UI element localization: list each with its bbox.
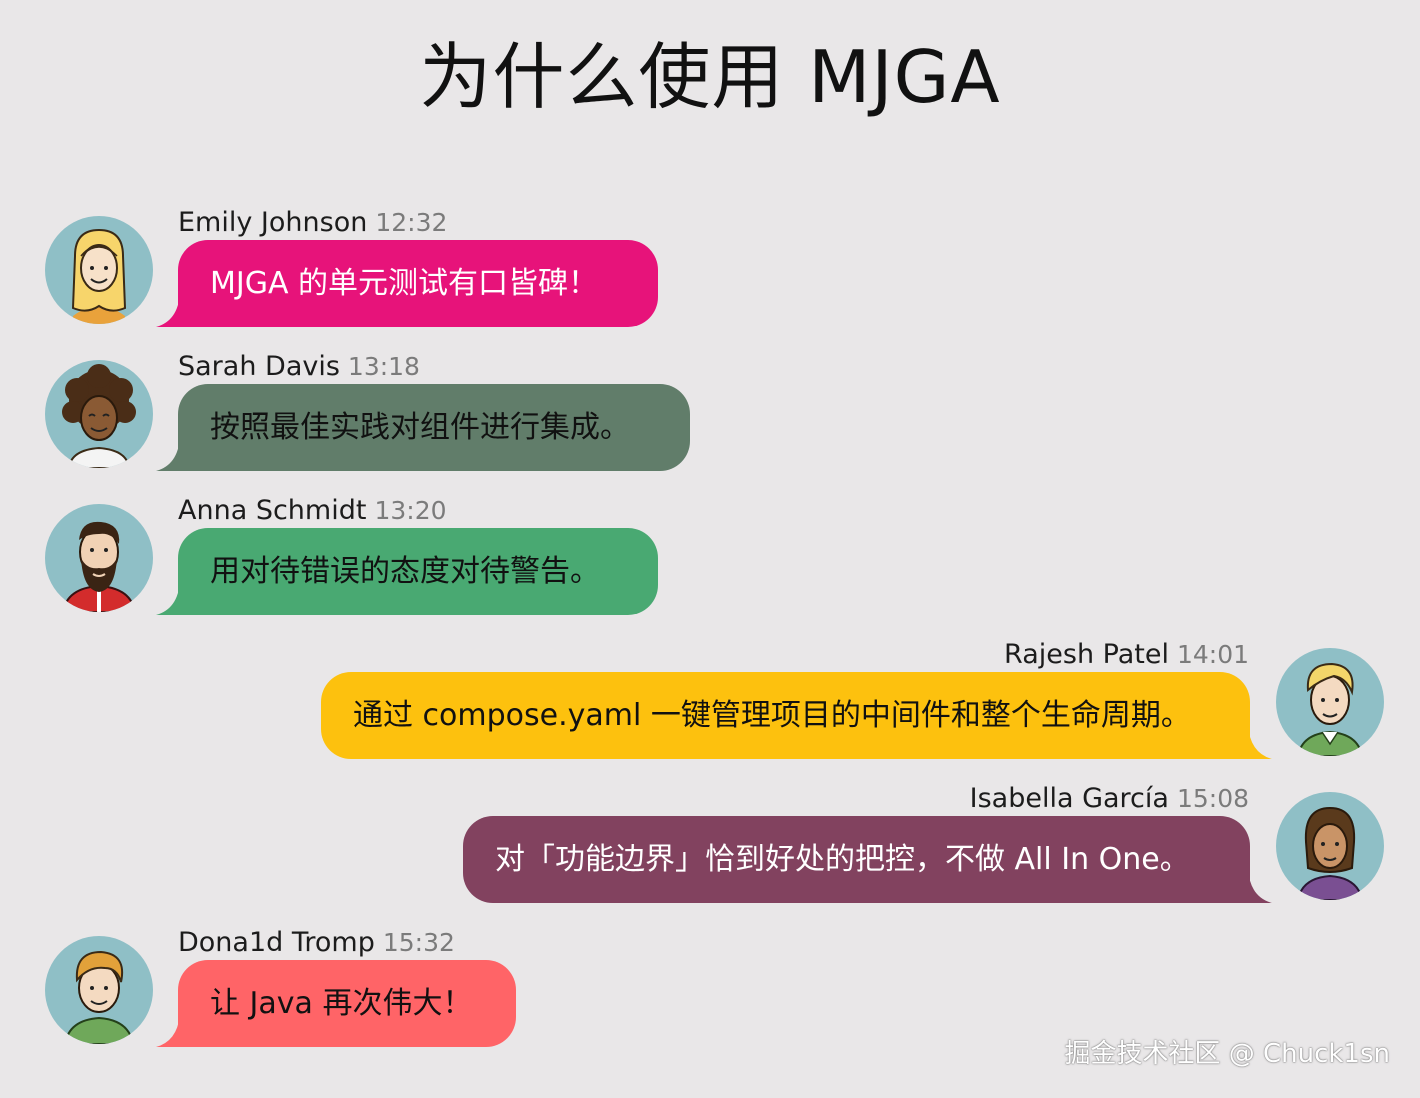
woman-blonde-avatar[interactable]: [45, 216, 153, 324]
sender-name: Isabella García: [969, 783, 1169, 814]
message-text: 通过 compose.yaml 一键管理项目的中间件和整个生命周期。: [353, 698, 1191, 733]
woman-brown-hair-avatar[interactable]: [1276, 792, 1384, 900]
message-bubble[interactable]: 按照最佳实践对组件进行集成。: [178, 384, 690, 471]
message-text: 让 Java 再次伟大！: [210, 986, 473, 1021]
message-bubble[interactable]: 用对待错误的态度对待警告。: [178, 528, 658, 615]
message-text: MJGA 的单元测试有口皆碑！: [210, 266, 599, 301]
message-time: 13:20: [374, 496, 447, 525]
message-time: 12:32: [375, 208, 448, 237]
sender-name: Dona1d Tromp: [178, 927, 375, 958]
message-time: 14:01: [1176, 640, 1249, 669]
message-bubble[interactable]: 对「功能边界」恰到好处的把控，不做 All In One。: [463, 816, 1250, 903]
man-ginger-avatar[interactable]: [45, 936, 153, 1044]
sender-name: Rajesh Patel: [1004, 639, 1169, 670]
message-bubble[interactable]: 让 Java 再次伟大！: [178, 960, 516, 1047]
message-time: 15:32: [382, 928, 455, 957]
message-text: 按照最佳实践对组件进行集成。: [210, 410, 630, 445]
sender-name: Anna Schmidt: [178, 495, 367, 526]
message-text: 用对待错误的态度对待警告。: [210, 554, 600, 589]
man-bearded-avatar[interactable]: [45, 504, 153, 612]
watermark: 掘金技术社区 @ Chuck1sn: [1064, 1039, 1390, 1069]
message-bubble[interactable]: 通过 compose.yaml 一键管理项目的中间件和整个生命周期。: [321, 672, 1250, 759]
woman-curly-avatar[interactable]: [45, 360, 153, 468]
sender-name: Emily Johnson: [178, 207, 368, 238]
message-text: 对「功能边界」恰到好处的把控，不做 All In One。: [495, 842, 1190, 877]
page-title: 为什么使用 MJGA: [419, 35, 1001, 119]
message-time: 15:08: [1176, 784, 1249, 813]
message-time: 13:18: [347, 352, 420, 381]
sender-name: Sarah Davis: [178, 351, 340, 382]
man-blonde-avatar[interactable]: [1276, 648, 1384, 756]
message-bubble[interactable]: MJGA 的单元测试有口皆碑！: [178, 240, 658, 327]
